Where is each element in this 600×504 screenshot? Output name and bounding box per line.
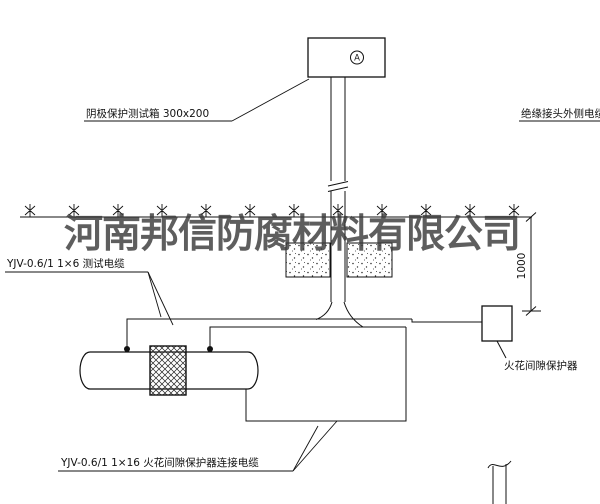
foundation-block-right [346, 242, 393, 278]
annotation-texts: 阴极保护测试箱 300x200 绝缘接头外侧电缆 YJV-0.6/1 1×6 测… [6, 107, 600, 469]
dimension-tick-top [525, 212, 537, 222]
cable-left-run [126, 318, 412, 347]
leader-test-cable-2 [147, 271, 174, 326]
protector-lead-cable [411, 319, 482, 323]
pipe-end-right [247, 351, 259, 390]
ground-line [20, 204, 532, 218]
conduit-cable-tap-right [343, 301, 364, 328]
insulating-joint [149, 345, 187, 396]
label-protector-cable: YJV-0.6/1 1×16 火花间隙保护器连接电缆 [60, 456, 259, 469]
conduit [315, 77, 364, 328]
leader-protector-cable-1 [292, 420, 338, 472]
cable-terminal-left [124, 346, 130, 352]
label-spark-gap-protector: 火花间隙保护器 [504, 359, 578, 372]
ammeter-letter: A [354, 54, 360, 64]
dimension-1000: 1000 [516, 212, 541, 316]
test-box: A [307, 37, 386, 78]
cables [126, 318, 482, 422]
foundation-blocks [285, 242, 393, 278]
ground-hatch-marks [24, 204, 520, 217]
cable-terminal-right [207, 346, 213, 352]
conduit-break [327, 181, 349, 192]
annotation-lines [5, 78, 600, 472]
watermark: 河南邦信防腐材料有限公司 [64, 211, 520, 257]
protector-bottom-run [245, 327, 407, 422]
leader-protector-cable-2 [292, 425, 319, 472]
cable-right-run [209, 326, 406, 347]
leader-test-box [231, 78, 310, 122]
dimension-text: 1000 [516, 253, 528, 280]
ammeter-icon [350, 50, 364, 65]
foundation-block-left [285, 242, 331, 278]
pipe-stub-symbol [487, 460, 512, 504]
conduit-cable-tap-left [315, 301, 333, 320]
leader-test-cable-1 [147, 271, 162, 318]
pipe-stub-break [487, 460, 512, 469]
label-insulated-joint-cable: 绝缘接头外侧电缆 [521, 107, 600, 120]
pipeline [79, 345, 259, 396]
label-test-box: 阴极保护测试箱 300x200 [86, 107, 209, 120]
protector-leader-line [496, 340, 507, 359]
pipe-end-left [79, 351, 91, 390]
spark-gap-protector [481, 305, 513, 359]
label-test-cable: YJV-0.6/1 1×6 测试电缆 [6, 257, 125, 270]
